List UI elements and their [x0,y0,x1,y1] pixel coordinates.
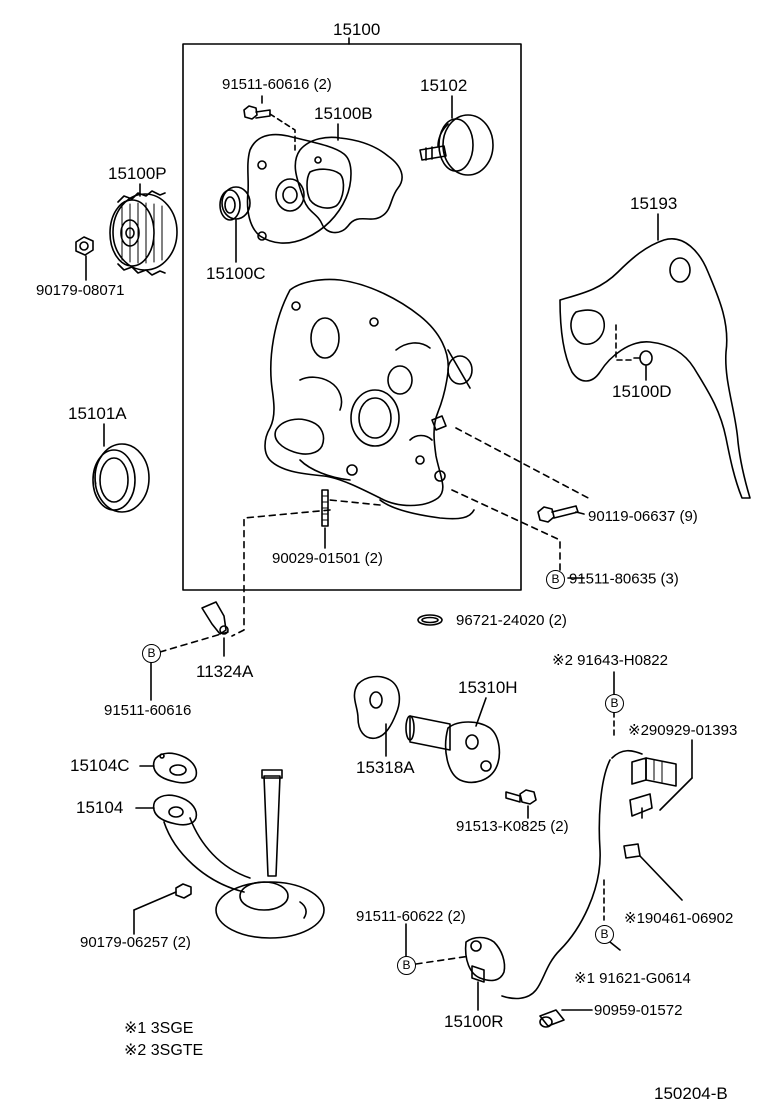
label-15102: 15102 [420,76,468,95]
label-90959-01572: 90959-01572 [594,1002,683,1019]
oil-seal-15100C-drawing [219,186,251,221]
o-ring-96721-24020-inner [421,616,439,624]
dashed-91511-80635 [451,489,561,573]
label-91511-60616-bottom: 91511-60616 [104,702,192,719]
clamp-90959-01572-drawing [539,1009,565,1028]
leader-90929-01393b [659,777,693,811]
valve-15310H-drawing [405,715,501,784]
oil-pump-gear-drawing [109,190,178,276]
dashed-15100D [615,324,633,361]
leader-91621-G0614 [609,941,621,951]
nut-90179-08071-drawing [75,236,94,256]
dashed-91511-60616-top [269,113,296,151]
bracket-11324A-drawing [201,601,229,635]
dashed-11324A [231,509,331,637]
assembly-box [182,43,522,591]
connector-90929-01393-drawing [631,757,677,787]
bolt-91513-K0825-drawing [505,789,537,805]
dashed-90119-06637 [455,427,593,501]
label-15318A: 15318A [356,758,415,777]
gasket-15100B-drawing [294,136,403,234]
badge-b-icon: B [605,694,624,713]
badge-b-icon: B [546,570,565,589]
dashed-91511-60622 [415,955,471,965]
rotor-15102-drawing [419,114,494,176]
label-91511-60622: 91511-60622 (2) [356,908,466,925]
wire-harness-drawing [501,759,611,1000]
label-90179-08071: 90179-08071 [36,282,125,299]
clamp-90461-06902-drawing [623,843,641,859]
o-ring-96721-24020-drawing [417,614,443,626]
label-15101A: 15101A [68,404,127,423]
label-90179-06257: 90179-06257 (2) [80,934,191,951]
leader-15310H [475,697,487,727]
sensor-15100R-drawing [464,936,506,983]
bolt-91511-60616-top-drawing [243,105,271,120]
label-15100P: 15100P [108,164,167,183]
wire-harness-top [611,749,643,759]
note-3sgte: ※2 3SGTE [124,1042,204,1059]
label-11324A: 11324A [196,662,254,681]
label-91621-G0614: ※1 91621-G0614 [574,970,691,987]
label-15100R: 15100R [444,1012,504,1031]
label-15193: 15193 [630,194,678,213]
nut-90179-06257-drawing [175,883,192,899]
strainer-15104-drawing [152,769,325,939]
clip-drawing [629,793,653,817]
bolt-90119-06637-drawing [537,505,579,523]
leader-90179-06257 [133,891,177,911]
stud-90029-01501-drawing [321,489,329,527]
label-91643-H0822: ※2 91643-H0822 [552,652,668,669]
label-15100D: 15100D [612,382,672,401]
label-90119-06637: 90119-06637 (9) [588,508,698,525]
gasket-15193-drawing [559,238,751,499]
label-91511-60616-top: 91511-60616 (2) [222,76,332,93]
oil-seal-15101A-drawing [92,443,150,513]
diagram-code: 150204-B [654,1084,728,1103]
label-90029-01501: 90029-01501 (2) [272,550,383,567]
gasket-15193-hole [570,309,606,345]
leader-90461-06902 [639,855,683,901]
dashed-11324A-badge [159,631,229,653]
badge-b-icon: B [397,956,416,975]
oil-pump-cover-drawing [246,133,352,244]
label-15104: 15104 [76,798,124,817]
label-assembly-15100: 15100 [333,20,381,39]
label-91513-K0825: 91513-K0825 (2) [456,818,569,835]
label-15310H: 15310H [458,678,518,697]
timing-cover-drawing [264,278,475,520]
dashed-stud [329,499,381,506]
label-15104C: 15104C [70,756,130,775]
badge-b-icon: B [595,925,614,944]
label-15100B: 15100B [314,104,373,123]
gasket-15318A-hole [369,691,383,709]
label-90461-06902: ※190461-06902 [624,910,734,927]
label-90929-01393: ※290929-01393 [628,722,738,739]
label-91511-80635-text: 91511-80635 (3) [569,570,679,588]
note-3sge: ※1 3SGE [124,1020,194,1037]
badge-b-icon: B [142,644,161,663]
gasket-15104C-drawing [152,752,198,784]
gasket-15193-hole2 [669,257,691,283]
leader-90119-06637 [575,511,585,515]
label-15100C: 15100C [206,264,266,283]
label-96721-24020: 96721-24020 (2) [456,612,567,629]
gasket-15318A-drawing [353,675,401,740]
plug-15100D-drawing [633,350,653,366]
